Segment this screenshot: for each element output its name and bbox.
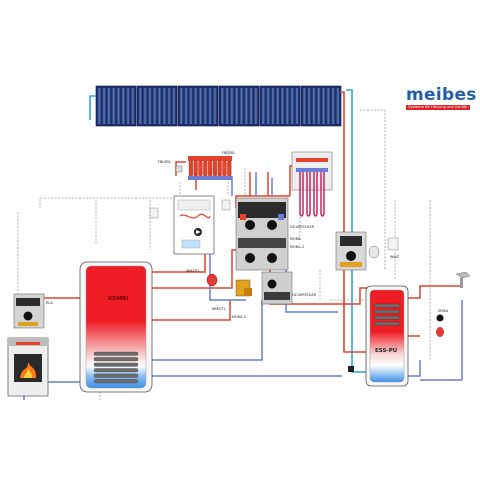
station-low-label: MOBIL-2 <box>232 315 246 319</box>
heat-circuits-label: FBHZKL <box>158 160 171 164</box>
pump-icon <box>267 220 277 230</box>
module-a-label: MOBIL <box>290 237 301 241</box>
faucet-icon: ZIRKU <box>436 271 471 337</box>
solar-collector-array <box>95 85 342 127</box>
temperature-sensor-icon <box>149 207 159 219</box>
pump-icon <box>267 279 277 289</box>
wood-group-label: RLA <box>46 301 53 305</box>
wood-stove-group: RLA <box>7 293 53 397</box>
dhw-tank: ESS-PU <box>365 285 409 387</box>
brand-wordmark: meibes <box>406 85 477 105</box>
module-b-label: MOBIL-2 <box>290 245 304 249</box>
temperature-sensor-icon <box>175 165 183 173</box>
boiler-valve-label: WMZ/TL <box>186 269 200 273</box>
brand-logo: meibes Systeme für Heizung und Sanitär <box>406 85 477 110</box>
pump-icon <box>267 253 277 263</box>
dhw-tank-label: ESS-PU <box>375 348 397 354</box>
mixer-low-label: HZ-VERTEILER <box>292 293 317 297</box>
radiator-icon: FBHZKL FBHZKL <box>158 151 235 180</box>
boiler-group-label: WMZ/TL <box>212 307 226 311</box>
boiler-group: WMZ/TL <box>212 279 252 311</box>
dhw-station-label: WWZ <box>390 255 400 259</box>
buffer-tank: KOMBI <box>79 261 153 393</box>
temperature-sensor-icon <box>348 366 354 372</box>
underfloor-manifold <box>291 151 333 217</box>
pump-icon <box>245 253 255 263</box>
pump-icon <box>436 314 444 322</box>
dhw-coil <box>373 303 401 326</box>
mixer-main-label: HZ-VERTEILER <box>290 225 315 229</box>
brand-tagline: Systeme für Heizung und Sanitär <box>406 105 470 110</box>
temperature-sensor-icon <box>221 199 231 211</box>
solar-station: WWZ <box>335 231 400 271</box>
pump-icon <box>346 251 356 261</box>
sensor-boxes <box>149 199 354 372</box>
room-thermostat-label: FBHZKL <box>222 151 235 155</box>
tap-label: ZIRKU <box>438 309 449 313</box>
gas-boiler-icon: WMZ/TL <box>173 195 215 273</box>
temperature-sensor-icon <box>387 237 399 251</box>
pump-icon <box>23 311 33 321</box>
buffer-coil <box>93 351 139 384</box>
buffer-tank-label: KOMBI <box>108 296 128 302</box>
pump-icon <box>245 220 255 230</box>
solar-collector-icon <box>95 85 342 127</box>
lower-pump-station: HZ-VERTEILER MOBIL-2 <box>232 271 317 319</box>
wood-stove-icon <box>7 337 49 397</box>
pump-group-block: HZ-VERTEILER MOBIL MOBIL-2 <box>235 197 315 271</box>
